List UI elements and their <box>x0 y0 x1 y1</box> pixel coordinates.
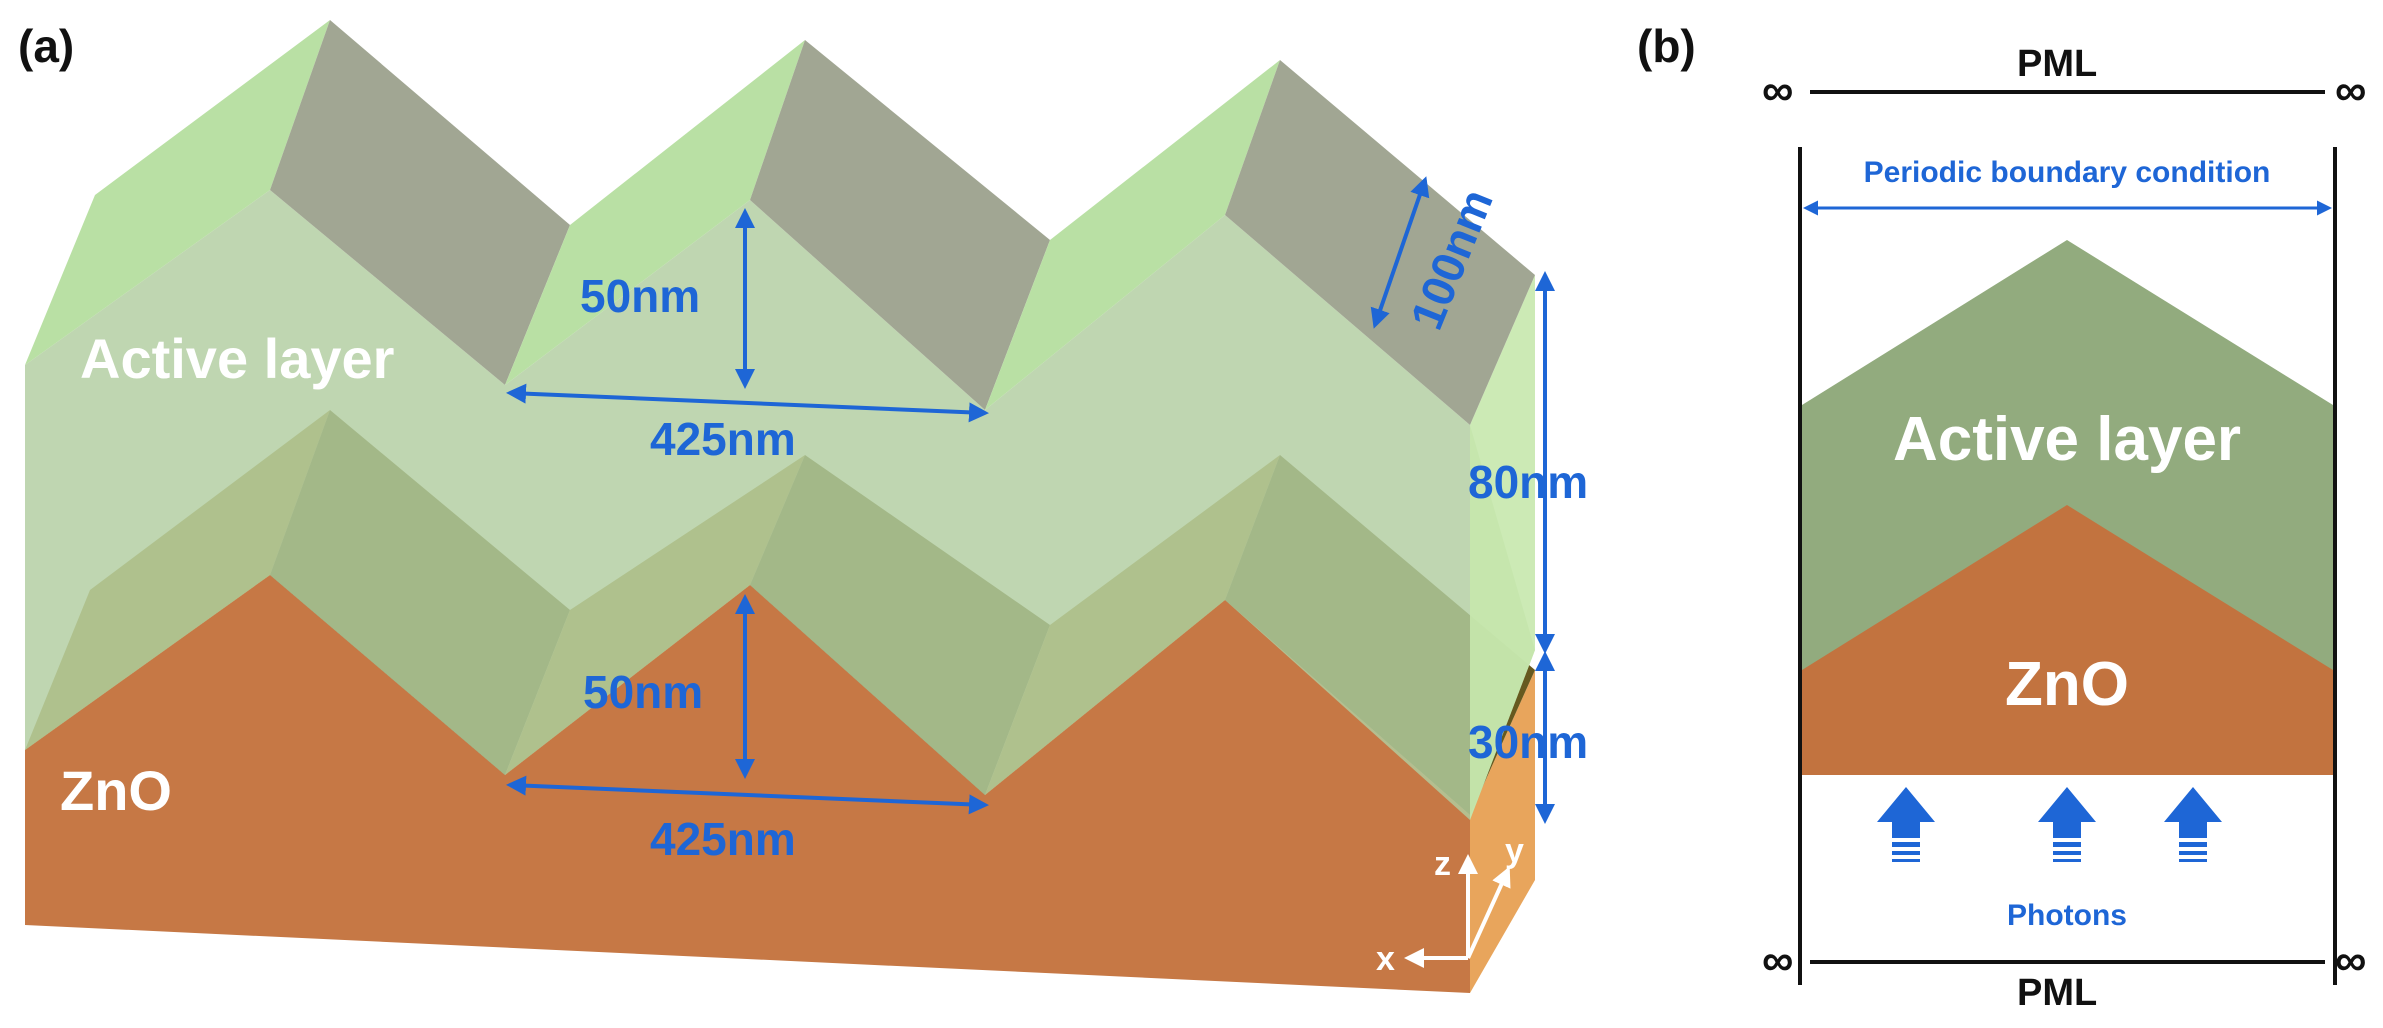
photon-arrow-1-bar-1 <box>1892 842 1920 847</box>
zno-period-arrow <box>506 775 989 815</box>
coordinate-axes: z y x <box>1376 832 1524 978</box>
photon-arrow-1-bar-3 <box>1892 859 1920 862</box>
photon-arrow-1 <box>1877 787 1935 862</box>
active-top-facet-4 <box>750 40 1050 410</box>
photon-arrow-2-bar-2 <box>2053 851 2081 855</box>
depth-arrow <box>1370 176 1430 329</box>
photon-arrow-1-bar-2 <box>1892 851 1920 855</box>
b-zno-layer <box>1802 505 2333 775</box>
photon-arrow-2-head <box>2038 787 2096 838</box>
pml-top-label: PML <box>2017 43 2097 85</box>
active-top-facet-3 <box>505 40 805 385</box>
active-height-label: 50nm <box>580 270 700 322</box>
panel-b: (b) PML PML ∞ ∞ ∞ ∞ Periodic boundary co… <box>1637 20 2366 1014</box>
x-axis-label: x <box>1376 940 1395 978</box>
photon-arrow-3-head <box>2164 787 2222 838</box>
panel-b-label: (b) <box>1637 20 1696 72</box>
b-active-layer-label: Active layer <box>1893 405 2241 474</box>
photon-arrow-2 <box>2038 787 2096 862</box>
active-period-arrow <box>506 383 989 423</box>
zno-period-label: 425nm <box>650 813 796 865</box>
photon-arrow-3-bar-1 <box>2179 842 2207 847</box>
active-period-label: 425nm <box>650 413 796 465</box>
photon-arrow-1-head <box>1877 787 1935 838</box>
zno-label: ZnO <box>60 759 172 822</box>
zno-front-face <box>25 575 1470 993</box>
photons-label: Photons <box>2007 899 2127 932</box>
zno-height-label: 50nm <box>583 666 703 718</box>
panel-a: (a) <box>18 20 1588 993</box>
photon-arrow-3 <box>2164 787 2222 862</box>
periodic-boundary-label: Periodic boundary condition <box>1864 156 2271 189</box>
zno-right-face <box>1470 670 1535 993</box>
active-right-face <box>1470 275 1535 820</box>
active-top-facet-5 <box>985 60 1280 410</box>
photon-arrow-2-bar-3 <box>2053 859 2081 862</box>
panel-a-label: (a) <box>18 20 74 72</box>
zno-thickness-label: 30nm <box>1468 716 1588 768</box>
active-top-facet-1 <box>25 20 330 365</box>
pml-bottom-label: PML <box>2017 972 2097 1014</box>
infinity-bottom-right: ∞ <box>2335 936 2366 985</box>
active-thickness-label: 80nm <box>1468 456 1588 508</box>
photon-arrow-2-bar-1 <box>2053 842 2081 847</box>
active-layer-label: Active layer <box>80 327 394 390</box>
infinity-bottom-left: ∞ <box>1762 936 1793 985</box>
b-zno-label: ZnO <box>2005 650 2129 719</box>
infinity-top-right: ∞ <box>2335 66 2366 115</box>
photon-arrow-3-bar-3 <box>2179 859 2207 862</box>
y-axis-label: y <box>1505 832 1524 870</box>
photon-arrow-3-bar-2 <box>2179 851 2207 855</box>
active-top-facet-2 <box>270 20 570 385</box>
z-axis-label: z <box>1434 845 1451 883</box>
active-front-face <box>25 190 1535 820</box>
y-axis <box>1466 866 1511 959</box>
infinity-top-left: ∞ <box>1762 66 1793 115</box>
